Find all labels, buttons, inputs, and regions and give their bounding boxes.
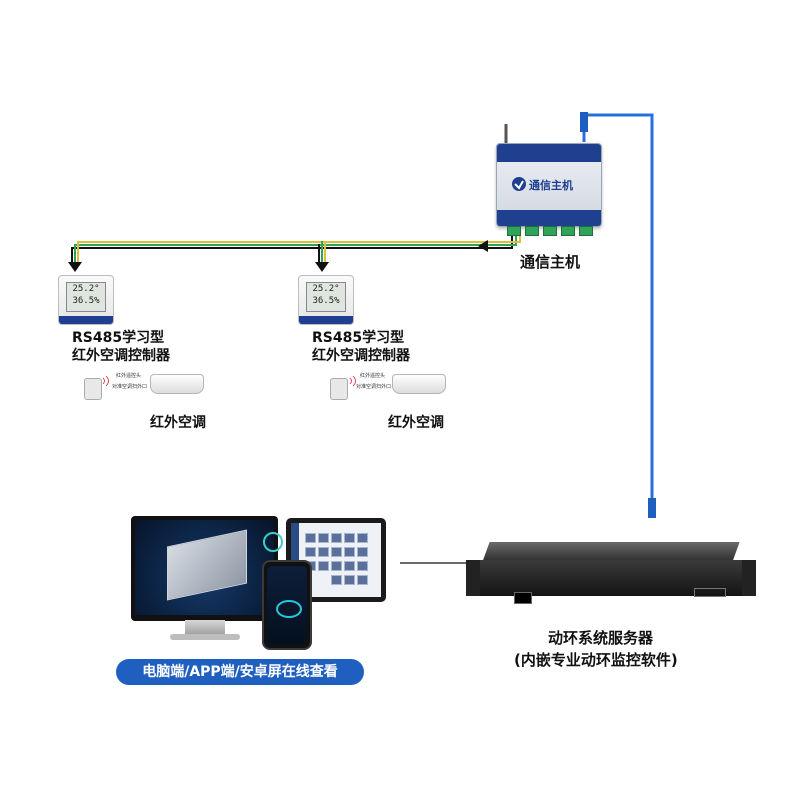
tile bbox=[357, 547, 368, 557]
terminal-block bbox=[507, 226, 521, 236]
ir-note-2: 对准空调扫外口 bbox=[112, 384, 148, 390]
rs485-bus bbox=[71, 227, 521, 263]
arrow-down-icon bbox=[315, 262, 329, 272]
host-brand-text: 通信主机 bbox=[529, 179, 573, 192]
rack-ear-right bbox=[742, 560, 756, 596]
ir-emitter-icon bbox=[84, 378, 102, 400]
server-top bbox=[482, 542, 740, 562]
ir-controller-device: 25.2° 36.5% bbox=[298, 275, 354, 325]
terminal-block bbox=[525, 226, 539, 236]
phone-screen bbox=[267, 566, 307, 644]
monitoring-server bbox=[466, 542, 756, 604]
tile bbox=[331, 533, 342, 543]
ir-note-1: 红外遥控头 bbox=[116, 373, 142, 379]
server-badge bbox=[694, 588, 726, 597]
lcd-humidity: 36.5% bbox=[72, 296, 100, 306]
tile bbox=[305, 547, 316, 557]
arrow-down-icon bbox=[68, 262, 82, 272]
arrow-left-icon bbox=[478, 240, 488, 252]
host-caption: 通信主机 bbox=[520, 253, 581, 271]
ac-caption: 红外空调 bbox=[150, 415, 206, 431]
lcd-temp: 25.2° bbox=[312, 284, 340, 294]
controller-label-line2: 红外空调控制器 bbox=[312, 348, 410, 364]
air-conditioner-icon bbox=[392, 374, 446, 394]
server-front bbox=[470, 560, 752, 604]
gauge-ring-icon bbox=[263, 532, 283, 552]
tile bbox=[331, 575, 342, 585]
logo-icon bbox=[512, 177, 526, 191]
monitor-base bbox=[170, 634, 240, 640]
terminal-block bbox=[561, 226, 575, 236]
tile bbox=[318, 547, 329, 557]
controller-label-line1: RS485学习型 bbox=[72, 330, 165, 346]
tile bbox=[357, 533, 368, 543]
ir-note-2: 对准空调扫外口 bbox=[356, 384, 392, 390]
server-caption-line1: 动环系统服务器 bbox=[548, 629, 654, 647]
floorplan-3d bbox=[167, 529, 247, 601]
tile bbox=[305, 533, 316, 543]
host-bottom-band bbox=[497, 210, 601, 226]
lcd-temp: 25.2° bbox=[72, 284, 100, 294]
tile bbox=[344, 575, 355, 585]
terminal-block bbox=[579, 226, 593, 236]
tile bbox=[357, 575, 368, 585]
ir-note-1: 红外遥控头 bbox=[360, 373, 386, 379]
lcd-display: 25.2° 36.5% bbox=[306, 282, 346, 312]
tile bbox=[344, 533, 355, 543]
ir-beam-icon bbox=[102, 375, 356, 387]
device-strip bbox=[59, 316, 113, 324]
server-caption-line2: (内嵌专业动环监控软件) bbox=[514, 651, 678, 669]
app-logo-icon bbox=[276, 600, 302, 618]
ir-controller-device: 25.2° 36.5% bbox=[58, 275, 114, 325]
lcd-humidity: 36.5% bbox=[312, 296, 340, 306]
tile bbox=[344, 561, 355, 571]
terminal-block bbox=[543, 226, 557, 236]
communication-host: 通信主机 bbox=[496, 143, 602, 236]
desktop-monitor bbox=[131, 516, 283, 621]
host-top-band bbox=[497, 144, 601, 162]
air-conditioner-icon bbox=[150, 374, 204, 394]
monitor-screen bbox=[135, 520, 283, 615]
tile bbox=[331, 561, 342, 571]
device-strip bbox=[299, 316, 353, 324]
mobile-phone bbox=[262, 560, 312, 650]
usb-port-icon bbox=[514, 592, 532, 604]
ir-emitter-icon bbox=[330, 378, 348, 400]
rack-ear-left bbox=[466, 560, 480, 596]
controller-label-line2: 红外空调控制器 bbox=[72, 348, 170, 364]
tile bbox=[357, 561, 368, 571]
tile bbox=[318, 533, 329, 543]
devices-banner: 电脑端/APP端/安卓屏在线查看 bbox=[116, 659, 364, 685]
tile bbox=[318, 561, 329, 571]
monitor-stand bbox=[185, 620, 225, 636]
tile bbox=[344, 547, 355, 557]
lcd-display: 25.2° 36.5% bbox=[66, 282, 106, 312]
ac-caption: 红外空调 bbox=[388, 415, 444, 431]
ethernet-plug-icon bbox=[648, 498, 656, 518]
controller-label-line1: RS485学习型 bbox=[312, 330, 405, 346]
tile bbox=[331, 547, 342, 557]
ethernet-plug-icon bbox=[580, 112, 588, 132]
